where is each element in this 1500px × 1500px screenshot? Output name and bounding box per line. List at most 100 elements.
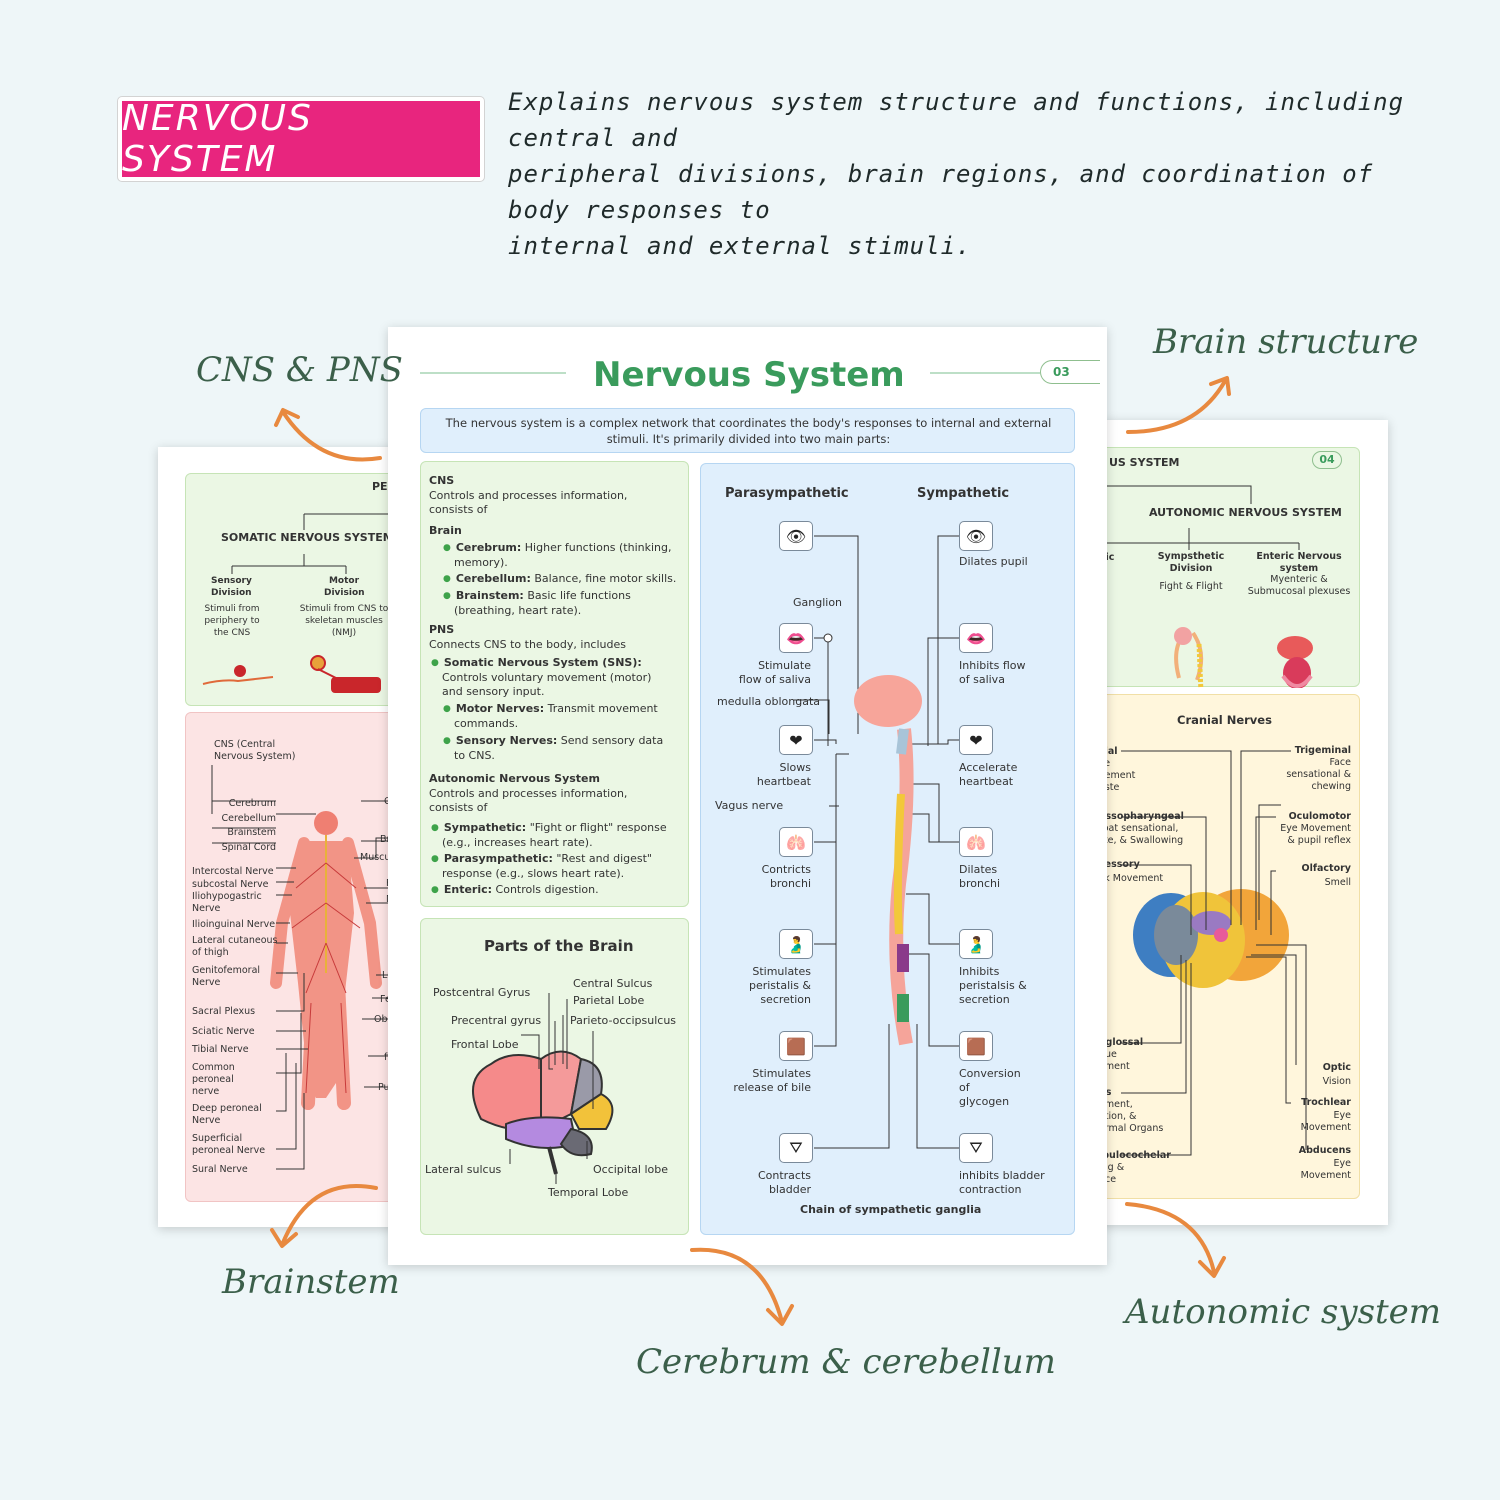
brain-title: Brain bbox=[429, 524, 462, 537]
cranial-nerve-name: oglossal bbox=[1100, 1037, 1144, 1048]
nerve-label-fragment: fi bbox=[384, 1052, 390, 1063]
cranial-nerve-desc: ing &nce bbox=[1100, 1162, 1125, 1185]
organ-illustrations bbox=[1174, 627, 1313, 688]
autonomic-title: AUTONOMIC NERVOUS SYSTEM bbox=[1149, 506, 1342, 519]
eye-icon: 👁 bbox=[959, 521, 993, 551]
nerve-label: Sciatic Nerve bbox=[192, 1026, 255, 1037]
chain-label: Chain of sympathetic ganglia bbox=[800, 1203, 982, 1216]
title-badge-text: NERVOUS SYSTEM bbox=[122, 98, 313, 180]
cns-title: CNS bbox=[429, 474, 455, 487]
ans-title: Autonomic Nervous System bbox=[429, 772, 600, 785]
brain-parts-panel: Parts of the Brain Postcentral Gyrus Pre… bbox=[420, 918, 689, 1235]
nerve-label: Sacral Plexus bbox=[192, 1006, 256, 1017]
human-figure bbox=[270, 811, 382, 1110]
cranial-nerve-name: ossopharyngeal bbox=[1100, 811, 1184, 822]
nerve-label: Intercostal Nerve bbox=[192, 866, 274, 877]
callout-autonomic: Autonomic system bbox=[1125, 1292, 1442, 1332]
brain-part-label: Frontal Lobe bbox=[451, 1038, 519, 1051]
cranial-nerve-name: cessory bbox=[1100, 859, 1140, 870]
cranial-nerve-desc: ement,ation, &ormal Organs bbox=[1100, 1099, 1164, 1134]
ans-item: Sympathetic: "Fight or flight" response(… bbox=[431, 821, 667, 850]
somatic-title: SOMATIC NERVOUS SYSTEM bbox=[221, 531, 394, 544]
brain-part-label: Temporal Lobe bbox=[548, 1186, 629, 1199]
brain-item: Cerebellum: Balance, fine motor skills. bbox=[443, 572, 677, 587]
brain-part-label: Postcentral Gyrus bbox=[433, 986, 531, 999]
ans-item: Parasympathetic: "Rest and digest"respon… bbox=[431, 852, 652, 881]
parasympathetic-title: Parasympathetic bbox=[725, 486, 849, 501]
ganglion-label: Ganglion bbox=[793, 596, 843, 609]
brain-item: Cerebrum: Higher functions (thinking,mem… bbox=[443, 541, 672, 570]
ans-item: Enteric: Controls digestion. bbox=[431, 883, 599, 898]
cranial-nerve-name: Trochlear bbox=[1301, 1097, 1351, 1108]
callout-cerebrum: Cerebrum & cerebellum bbox=[636, 1342, 1056, 1382]
sns-item: Somatic Nervous System (SNS):Controls vo… bbox=[431, 656, 651, 699]
nerve-label-fragment: Pu bbox=[378, 1082, 390, 1093]
title-rules bbox=[420, 372, 1040, 374]
brain-parts-title: Parts of the Brain bbox=[484, 937, 634, 955]
brain-part-label: Central Sulcus bbox=[573, 977, 653, 990]
arrow-cerebrum bbox=[690, 1247, 794, 1326]
eye-icon: 👁 bbox=[779, 521, 813, 551]
brain-part-label: Parietal Lobe bbox=[573, 994, 645, 1007]
title-badge: NERVOUS SYSTEM bbox=[118, 97, 484, 181]
center-page: Nervous System 03 The nervous system is … bbox=[388, 327, 1107, 1265]
stomach-icon: 🫃 bbox=[959, 929, 993, 959]
sensory-neuron-axon bbox=[202, 676, 274, 685]
pns-desc: Connects CNS to the body, includes bbox=[429, 638, 626, 651]
symp-division-desc: Fight & Flight bbox=[1159, 581, 1223, 592]
nerve-label-fragment: C bbox=[384, 795, 391, 809]
brain-item: Brainstem: Basic life functions(breathin… bbox=[443, 589, 631, 618]
somatic-tree-lines bbox=[231, 513, 398, 574]
heart-icon: ❤ bbox=[779, 725, 813, 755]
right-page: US SYSTEM 04 AUTONOMIC NERVOUS SYSTEM ti… bbox=[1100, 420, 1388, 1225]
ans-chart-panel: Parasympathetic Sympathetic Ganglion med… bbox=[700, 463, 1075, 1235]
medulla-label: medulla oblongata bbox=[717, 695, 821, 708]
pns-title: PNS bbox=[429, 623, 455, 636]
arrow-cns-pns bbox=[274, 408, 382, 462]
stomach-illustration bbox=[1277, 636, 1313, 660]
cranial-nerve-desc: Eye Movement& pupil reflex bbox=[1280, 823, 1351, 846]
cranial-panel: Cranial Nerves cial cevementaste ossopha… bbox=[1100, 694, 1360, 1199]
page-title: Nervous System bbox=[593, 355, 905, 395]
callout-brainstem: Brainstem bbox=[222, 1262, 400, 1302]
nerve-label: Tibial Nerve bbox=[192, 1044, 249, 1055]
nerve-label: Sural Nerve bbox=[192, 1164, 248, 1175]
cranial-nerve-name: Optic bbox=[1322, 1062, 1351, 1073]
bladder-icon: ⛛ bbox=[779, 1133, 813, 1163]
callout-brain-structure: Brain structure bbox=[1153, 322, 1419, 362]
neuron-illustrations bbox=[202, 655, 381, 693]
arrow-autonomic bbox=[1125, 1202, 1226, 1278]
nerve-label-fragment: Br bbox=[380, 834, 391, 845]
stomach-icon: 🫃 bbox=[779, 929, 813, 959]
description-line: internal and external stimuli. bbox=[508, 232, 972, 260]
cranial-nerve-name: Trigeminal bbox=[1294, 745, 1351, 756]
spinal-cord-illustration bbox=[854, 675, 922, 1046]
cranial-nerve-name: cial bbox=[1100, 746, 1118, 757]
autonomic-tree-lines bbox=[1101, 485, 1300, 550]
page-number: 04 bbox=[1312, 451, 1342, 469]
brain-lobes-diagram bbox=[472, 993, 614, 1184]
liver-icon: 🟫 bbox=[779, 1031, 813, 1061]
ans-effect-label: Dilates pupil bbox=[959, 555, 1028, 568]
